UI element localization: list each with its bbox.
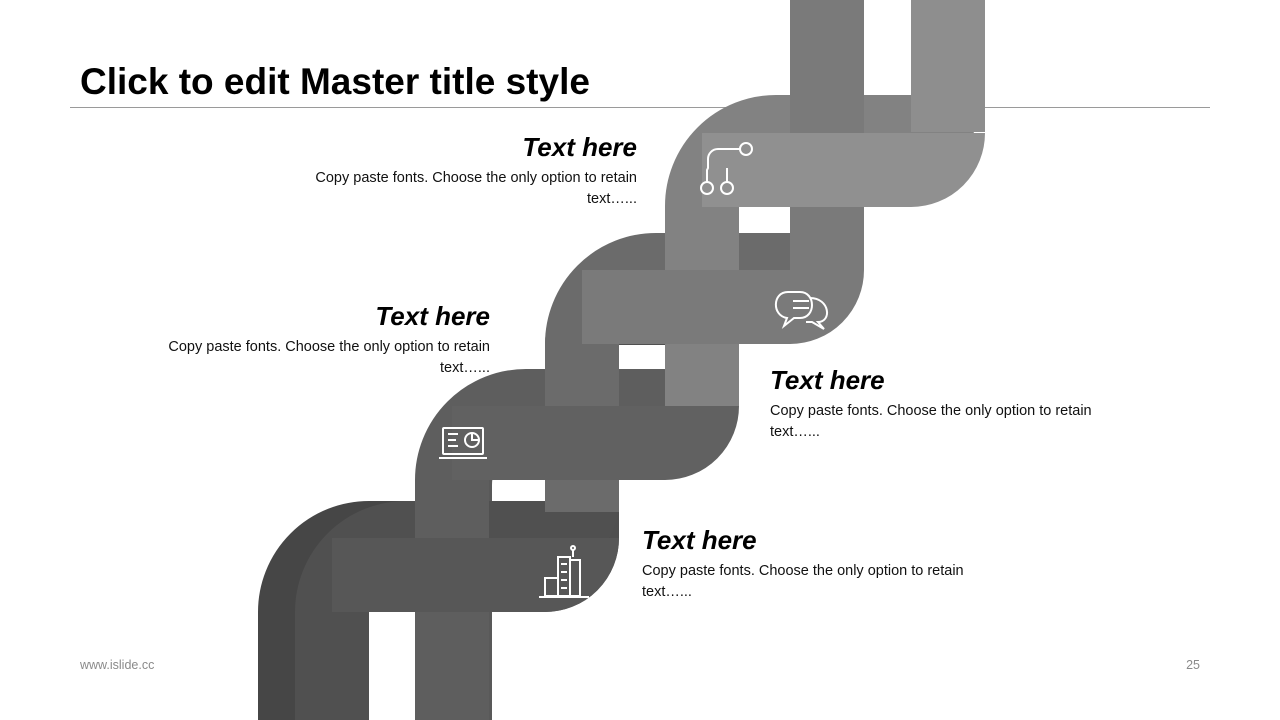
chat-bubbles-icon [774,291,828,330]
step-heading[interactable]: Text here [770,365,885,395]
step-body[interactable]: Copy paste fonts. Choose the only option… [770,403,1092,440]
step-heading[interactable]: Text here [522,132,637,162]
step-block-3: Text here Copy paste fonts. Choose the o… [770,365,1110,443]
footer-url: www.islide.cc [80,658,155,672]
step-body[interactable]: Copy paste fonts. Choose the only option… [315,170,637,207]
step-heading[interactable]: Text here [375,301,490,331]
title-divider [70,107,1210,108]
city-buildings-icon [539,545,589,598]
flowchart-icon [700,142,753,195]
step-block-2: Text here Copy paste fonts. Choose the o… [150,301,490,379]
page-number: 25 [1186,658,1200,672]
step-block-1: Text here Copy paste fonts. Choose the o… [300,132,637,210]
step-block-4: Text here Copy paste fonts. Choose the o… [642,525,982,603]
step-body[interactable]: Copy paste fonts. Choose the only option… [168,339,490,376]
slide-title[interactable]: Click to edit Master title style [80,61,590,102]
step-body[interactable]: Copy paste fonts. Choose the only option… [642,563,964,600]
step-heading[interactable]: Text here [642,525,757,555]
dashboard-monitor-icon [439,427,487,459]
